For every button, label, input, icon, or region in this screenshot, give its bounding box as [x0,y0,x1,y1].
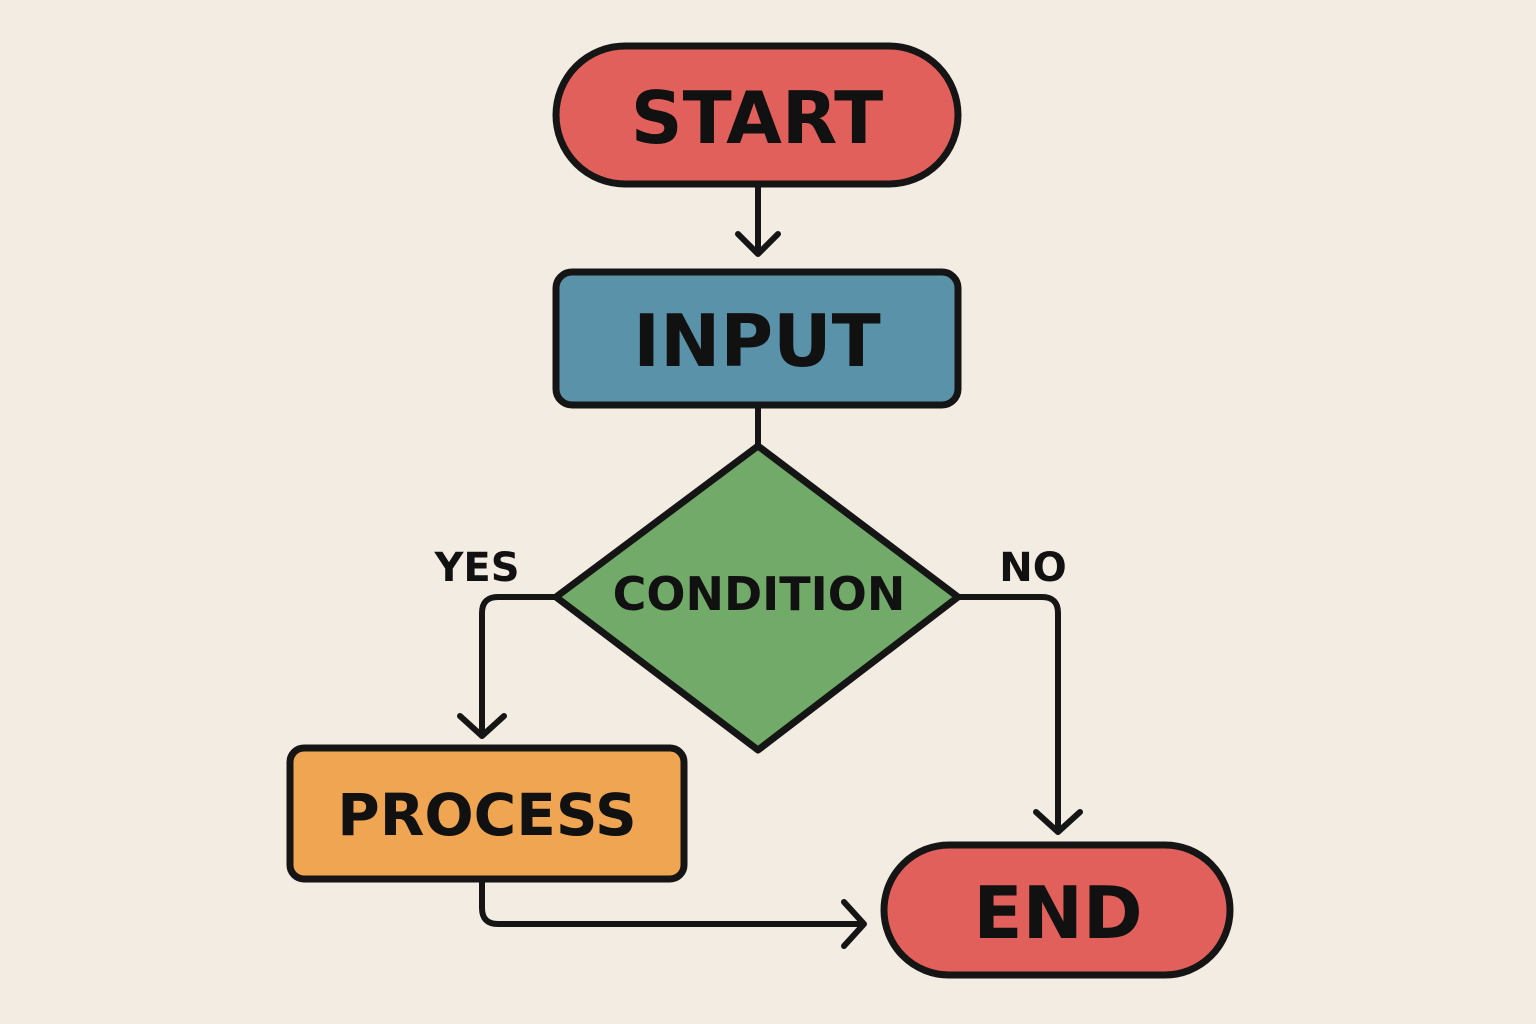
connectors [457,183,1083,949]
edge-condition-to-process [479,594,559,737]
end-label: END [973,871,1142,955]
input-shape [552,268,962,409]
start-node: START [552,42,962,188]
process-shape [286,744,688,883]
condition-shape [552,442,962,754]
condition-label: CONDITION [613,567,906,621]
start-shape [552,42,962,188]
end-shape [880,841,1234,979]
process-node: PROCESS [286,744,688,883]
start-label: START [631,76,883,160]
input-node: INPUT [552,268,962,409]
edge-process-to-end [479,876,865,927]
yes-branch-label: YES [433,545,519,591]
edge-start-to-input-arrowhead [735,231,781,257]
no-branch-label: NO [999,545,1066,591]
input-label: INPUT [633,299,880,383]
edge-condition-to-end [955,594,1061,833]
edge-condition-to-process-arrowhead [457,713,507,739]
edge-process-to-end-arrowhead [841,899,867,949]
end-node: END [880,841,1234,979]
condition-node: CONDITION [552,442,962,754]
process-label: PROCESS [337,781,637,849]
edge-condition-to-end-arrowhead [1033,809,1083,835]
